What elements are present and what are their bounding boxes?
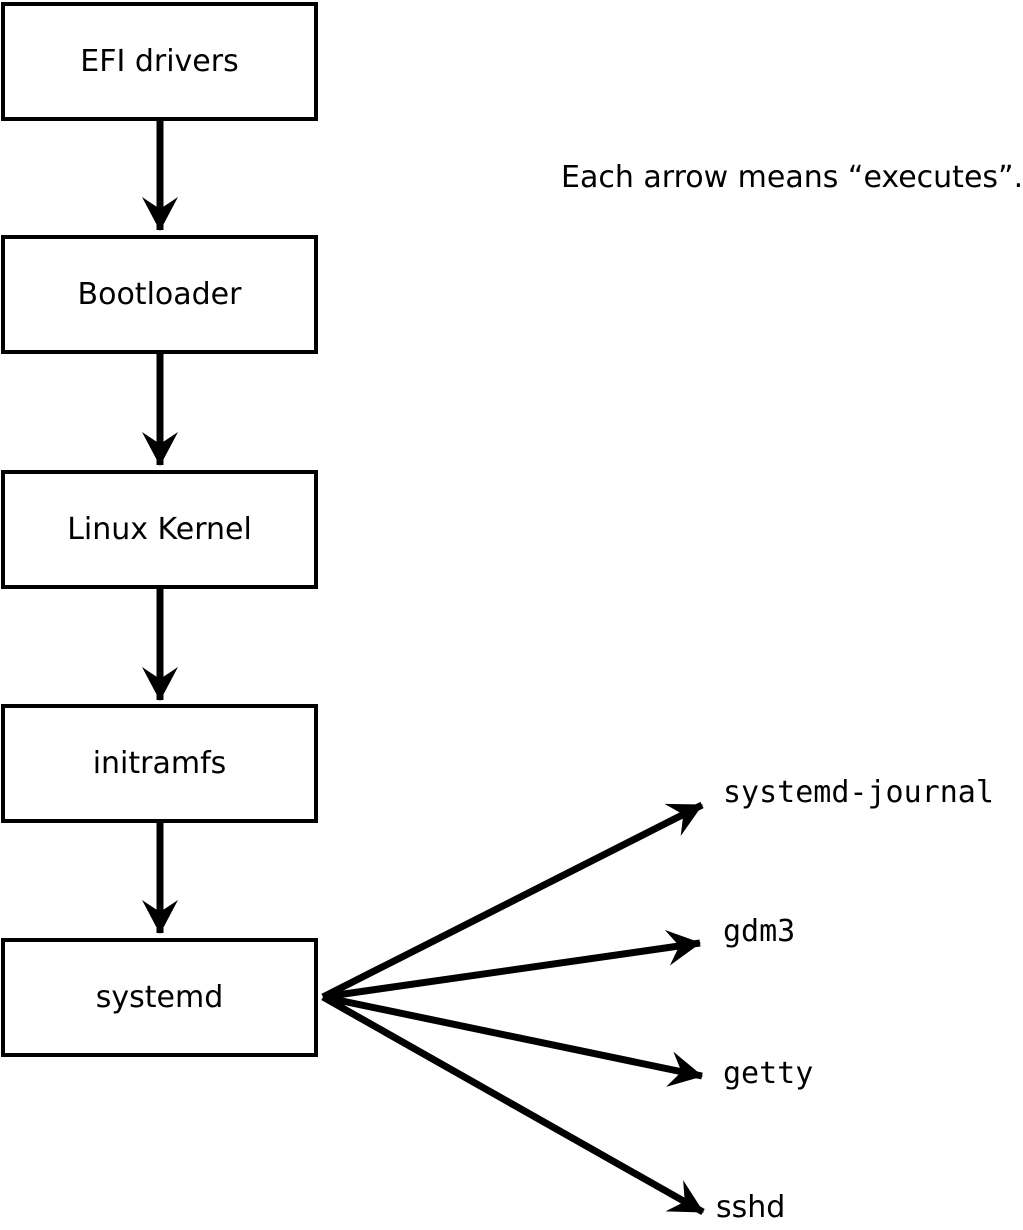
node-linux-kernel-label: Linux Kernel (67, 512, 252, 547)
node-initramfs-label: initramfs (92, 746, 227, 781)
node-bootloader-label: Bootloader (77, 277, 242, 312)
service-label-gdm3: gdm3 (723, 914, 796, 949)
node-efi-drivers: EFI drivers (1, 2, 318, 121)
node-initramfs: initramfs (1, 704, 318, 823)
arrow-systemd-to-getty (322, 993, 703, 1087)
diagram-caption: Each arrow means “executes”. (561, 160, 1023, 195)
node-systemd: systemd (1, 938, 318, 1057)
node-efi-drivers-label: EFI drivers (80, 44, 239, 79)
node-linux-kernel: Linux Kernel (1, 470, 318, 589)
service-label-getty: getty (723, 1056, 814, 1091)
service-label-sshd: sshd (716, 1190, 786, 1225)
node-bootloader: Bootloader (1, 235, 318, 354)
arrow-systemd-to-sshd (321, 993, 705, 1216)
arrow-systemd-to-gdm3 (322, 929, 701, 1001)
service-label-systemd-journal: systemd-journal (723, 775, 994, 810)
node-systemd-label: systemd (95, 980, 224, 1015)
arrow-systemd-to-journal (321, 801, 704, 1001)
